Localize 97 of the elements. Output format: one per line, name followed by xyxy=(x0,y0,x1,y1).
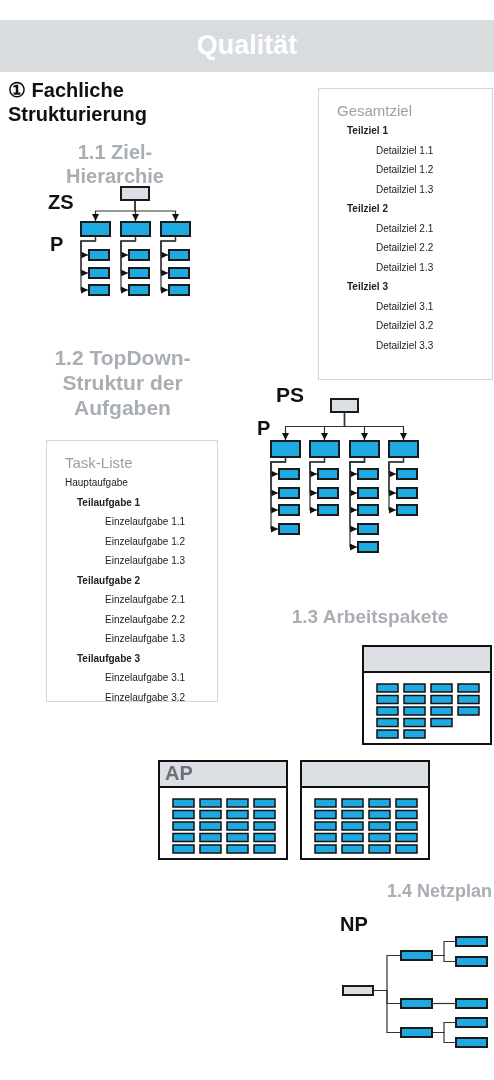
subsection-heading: 1.3 Arbeitspakete xyxy=(290,605,450,628)
subsection-heading: 1.2 TopDown-Struktur der Aufgaben xyxy=(53,345,192,420)
list-item: Detailziel 1.1 xyxy=(375,143,435,158)
task-box xyxy=(168,249,190,261)
task-box xyxy=(309,440,340,458)
task-box xyxy=(400,1027,433,1038)
task-box xyxy=(357,487,379,499)
window-panel xyxy=(300,760,430,860)
task-box xyxy=(400,950,433,961)
task-box xyxy=(80,221,111,237)
list-item: Detailziel 1.3 xyxy=(375,182,435,197)
list-group-heading: Teilaufgabe 3 xyxy=(76,651,142,666)
task-box xyxy=(128,284,150,296)
task-box xyxy=(317,487,339,499)
task-box xyxy=(278,468,300,480)
list-item: Detailziel 1.3 xyxy=(375,260,435,275)
tree-label: PS xyxy=(276,382,304,407)
list-item: Einzelaufgabe 1.3 xyxy=(104,632,187,646)
list-item: Einzelaufgabe 3.2 xyxy=(104,690,187,705)
task-box xyxy=(455,998,488,1009)
task-box xyxy=(317,504,339,516)
list-item: Einzelaufgabe 2.2 xyxy=(104,612,187,627)
task-box xyxy=(160,221,191,237)
task-box xyxy=(120,221,151,237)
list-group-heading: Teilaufgabe 2 xyxy=(76,573,142,588)
list-item: Detailziel 3.1 xyxy=(375,299,435,314)
arrow xyxy=(388,457,405,514)
connector-line xyxy=(373,989,401,1034)
task-box xyxy=(455,1037,488,1048)
list-group-heading: Teilziel 3 xyxy=(346,280,389,294)
arrow xyxy=(120,236,137,294)
list-item: Detailziel 2.2 xyxy=(375,241,435,255)
task-box xyxy=(396,487,418,499)
list-item: Einzelaufgabe 1.2 xyxy=(104,534,187,549)
list-item: Detailziel 2.1 xyxy=(375,221,435,236)
arrow xyxy=(343,412,407,441)
list-item: Einzelaufgabe 2.1 xyxy=(104,593,187,607)
list-item: Hauptaufgabe xyxy=(64,476,129,490)
task-box xyxy=(396,468,418,480)
task-box xyxy=(396,504,418,516)
list-group-heading: Teilziel 1 xyxy=(346,124,389,138)
window-panel xyxy=(158,760,288,860)
list-item: Einzelaufgabe 3.1 xyxy=(104,671,187,685)
connector-line xyxy=(432,1002,456,1005)
task-box xyxy=(349,440,380,458)
task-box xyxy=(88,249,110,261)
list-panel xyxy=(318,88,493,380)
list-group-heading: Teilziel 2 xyxy=(346,202,389,216)
task-box xyxy=(317,468,339,480)
task-box xyxy=(342,985,374,996)
task-box xyxy=(357,523,379,535)
list-heading: Task-Liste xyxy=(64,453,134,473)
arrow xyxy=(80,236,97,294)
task-box xyxy=(400,998,433,1009)
list-heading: Gesamtziel xyxy=(336,101,414,121)
list-group-heading: Teilaufgabe 1 xyxy=(76,495,142,510)
task-box xyxy=(357,468,379,480)
subsection-heading: 1.4 Netzplan xyxy=(385,880,492,902)
arrow xyxy=(309,457,326,514)
tree-label: P xyxy=(257,416,271,440)
task-box xyxy=(88,284,110,296)
task-box xyxy=(168,284,190,296)
list-panel xyxy=(46,440,218,702)
task-box xyxy=(128,249,150,261)
task-box xyxy=(120,186,150,201)
task-box xyxy=(388,440,419,458)
connector-line xyxy=(432,954,456,963)
task-box xyxy=(168,267,190,279)
task-box xyxy=(270,440,301,458)
tree-label: NP xyxy=(340,912,368,936)
task-box xyxy=(357,541,379,553)
list-item: Detailziel 3.2 xyxy=(375,319,435,333)
list-item: Detailziel 3.3 xyxy=(375,338,435,353)
arrow xyxy=(270,457,287,533)
task-box xyxy=(88,267,110,279)
list-item: Einzelaufgabe 1.3 xyxy=(104,554,187,568)
subsection-heading: 1.1 Ziel-Hierarchie xyxy=(65,140,165,188)
window-panel xyxy=(362,645,492,745)
task-box xyxy=(455,956,488,967)
arrow xyxy=(134,200,179,222)
task-box xyxy=(455,936,488,947)
task-box xyxy=(278,504,300,516)
arrow xyxy=(160,236,177,294)
task-box xyxy=(278,523,300,535)
list-item: Detailziel 1.2 xyxy=(375,163,435,177)
arrow xyxy=(349,457,366,551)
connector-line xyxy=(432,1031,456,1044)
tree-label: P xyxy=(50,232,64,256)
section-heading: ① Fachliche Strukturierung xyxy=(8,78,148,126)
window-title: AP xyxy=(165,762,193,784)
list-item: Einzelaufgabe 1.1 xyxy=(104,515,187,529)
task-box xyxy=(278,487,300,499)
task-box xyxy=(357,504,379,516)
task-box xyxy=(455,1017,488,1028)
task-box xyxy=(128,267,150,279)
tree-label: ZS xyxy=(48,190,74,214)
task-box xyxy=(330,398,359,413)
